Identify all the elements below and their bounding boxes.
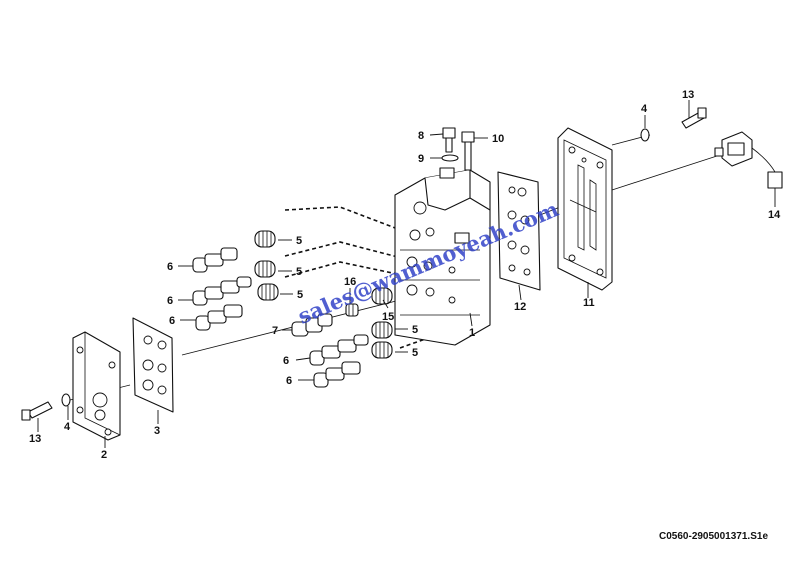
springs <box>254 230 393 359</box>
spring-1 <box>254 230 276 248</box>
callout-5-c: 5 <box>297 289 303 301</box>
spring-2 <box>254 260 276 278</box>
callout-6-a: 6 <box>167 261 173 273</box>
callout-1: 1 <box>469 327 475 339</box>
callout-11: 11 <box>583 297 595 309</box>
callout-5-d: 5 <box>412 324 418 336</box>
callout-4-left: 4 <box>64 421 71 433</box>
gasket-3 <box>132 317 174 413</box>
callout-5-a: 5 <box>296 235 302 247</box>
callout-6-c: 6 <box>169 315 175 327</box>
callout-14: 14 <box>768 209 781 221</box>
spool-3 <box>195 304 243 331</box>
callout-13-left: 13 <box>29 433 41 445</box>
callout-15: 15 <box>382 311 394 323</box>
callout-6-d: 6 <box>283 355 289 367</box>
cover-plate-11 <box>557 127 613 291</box>
callout-labels: 1 2 3 4 4 5 5 5 5 5 6 6 6 6 6 7 8 9 10 1… <box>29 89 781 461</box>
plug-16 <box>345 303 359 317</box>
gasket-12 <box>497 171 541 291</box>
cover-plate-2 <box>72 331 121 441</box>
valve-body <box>394 169 491 346</box>
callout-10: 10 <box>492 133 504 145</box>
piston-7 <box>291 313 333 337</box>
callout-7: 7 <box>272 325 278 337</box>
callout-8: 8 <box>418 130 424 142</box>
spool-5 <box>313 361 361 388</box>
callout-6-b: 6 <box>167 295 173 307</box>
spool-1 <box>192 247 238 273</box>
callout-9: 9 <box>418 153 424 165</box>
sensor-14 <box>714 131 783 189</box>
spring-6 <box>371 341 393 359</box>
leader-lines <box>37 100 776 448</box>
callout-3: 3 <box>154 425 160 437</box>
callout-5-e: 5 <box>412 347 418 359</box>
spring-3 <box>257 283 279 301</box>
washer-bolt-right <box>640 107 707 142</box>
top-fittings <box>439 127 475 179</box>
callout-13-right: 13 <box>682 89 694 101</box>
spring-5 <box>371 321 393 339</box>
spools <box>192 247 369 388</box>
callout-6-e: 6 <box>286 375 292 387</box>
callout-5-b: 5 <box>296 266 302 278</box>
callout-12: 12 <box>514 301 526 313</box>
spool-2 <box>192 276 252 306</box>
callout-16: 16 <box>344 276 356 288</box>
washer-bolt-left <box>21 393 71 421</box>
callout-4-right: 4 <box>641 103 648 115</box>
spring-4 <box>371 287 393 305</box>
reference-code: C0560-2905001371.S1e <box>659 531 768 542</box>
spool-4 <box>309 334 369 366</box>
callout-2: 2 <box>101 449 107 461</box>
